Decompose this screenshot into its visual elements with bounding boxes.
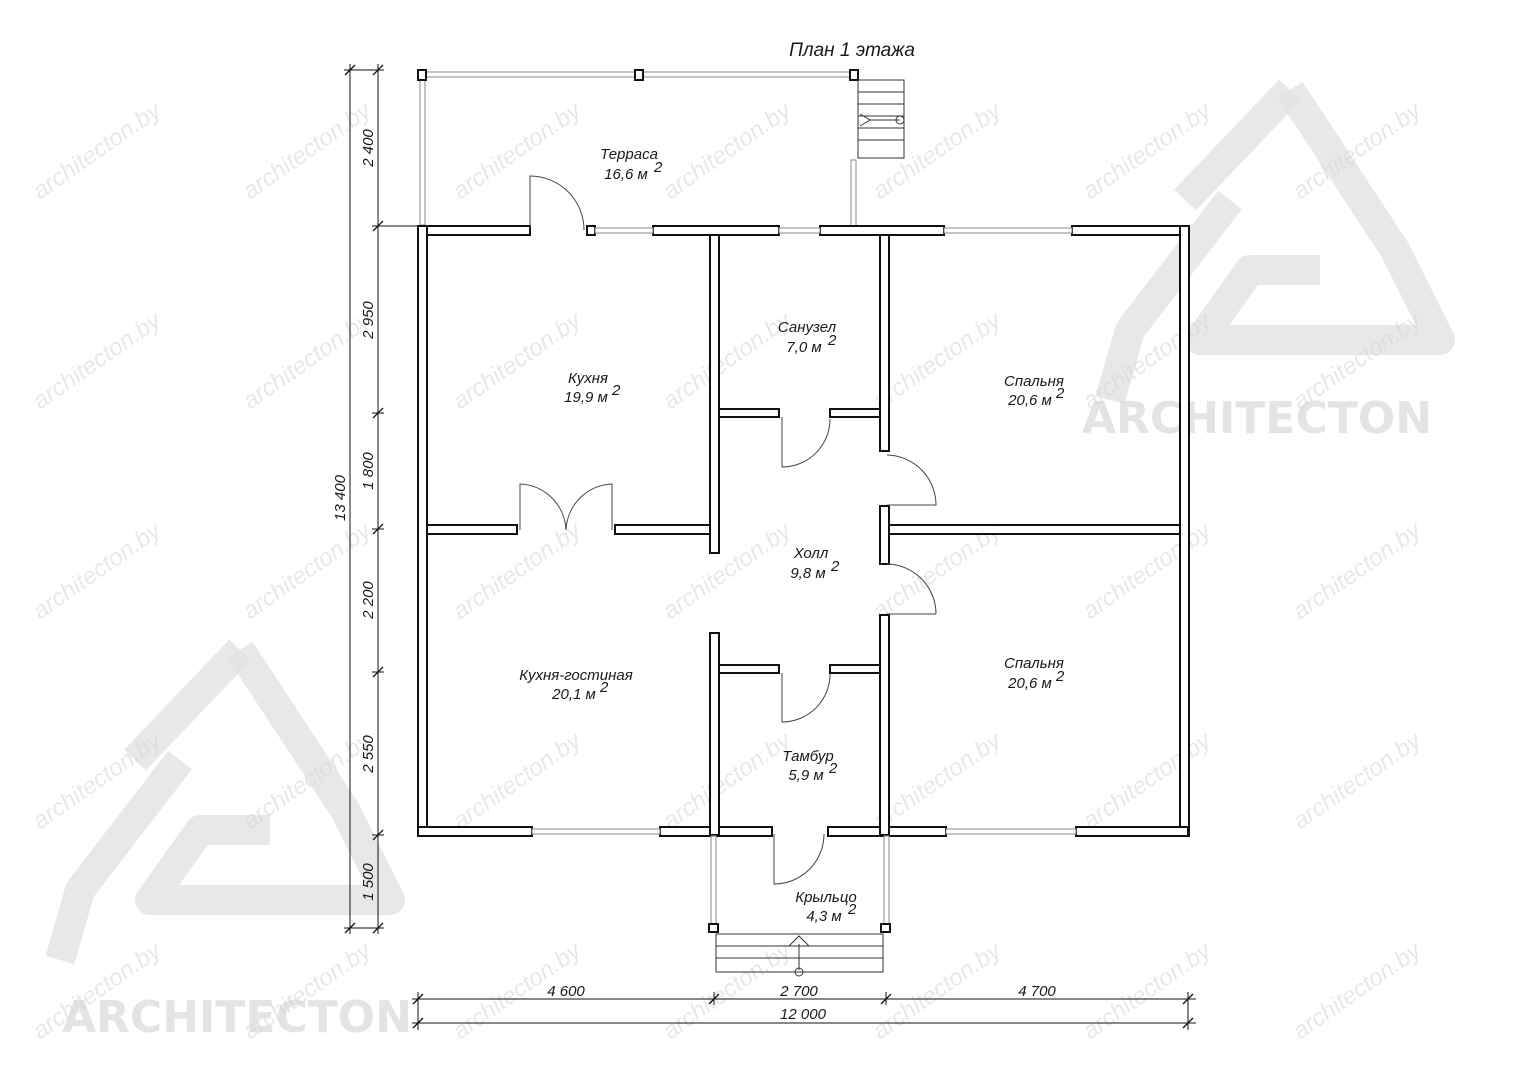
horizontal-dimensions: 4 600 2 700 4 700 12 000 (412, 983, 1196, 1030)
watermark-site: architecton.by (448, 726, 588, 835)
watermark-brand-bottom: ARCHITECTON (62, 992, 412, 1043)
dim-v-3: 1 800 (360, 452, 377, 490)
dim-h-total: 12 000 (780, 1006, 827, 1023)
living-area: 20,1 м (551, 686, 596, 703)
watermark-site: architecton.by (448, 96, 588, 205)
watermark-site: architecton.by (238, 516, 378, 625)
vestibule-area-sup: 2 (828, 760, 838, 777)
bathroom-area-sup: 2 (827, 332, 837, 349)
bedroom-top-area-sup: 2 (1055, 385, 1065, 402)
bedroom-bottom-area: 20,6 м (1007, 675, 1052, 692)
dim-v-6: 1 500 (360, 863, 377, 901)
room-labels: Терраса 16,6 м 2 Кухня 19,9 м 2 Санузел … (519, 146, 1065, 925)
terrace-structure (417, 69, 905, 227)
watermark-site: architecton.by (28, 516, 168, 625)
dim-h-2: 2 700 (779, 983, 818, 1000)
dim-h-3: 4 700 (1018, 983, 1056, 1000)
watermark-site: architecton.by (238, 306, 378, 415)
dim-v-5: 2 550 (360, 735, 377, 774)
bathroom-name: Санузел (778, 319, 837, 336)
dim-v-2: 2 950 (360, 301, 377, 340)
terrace-name: Терраса (600, 146, 658, 163)
kitchen-area: 19,9 м (564, 389, 608, 406)
dim-v-total: 13 400 (332, 474, 349, 521)
watermark-site: architecton.by (28, 96, 168, 205)
bedroom-bottom-name: Спальня (1004, 655, 1064, 672)
watermark-brand-top: ARCHITECTON (1082, 393, 1432, 444)
watermark-site: architecton.by (238, 96, 378, 205)
hall-area: 9,8 м (790, 565, 825, 582)
living-area-sup: 2 (599, 679, 609, 696)
vestibule-area: 5,9 м (788, 767, 823, 784)
hall-name: Холл (793, 545, 829, 562)
watermark-site: architecton.by (28, 306, 168, 415)
vertical-dimensions: 2 400 2 950 1 800 2 200 2 550 1 500 13 4… (332, 64, 418, 934)
terrace-area: 16,6 м (604, 166, 648, 183)
bedroom-bottom-area-sup: 2 (1055, 668, 1065, 685)
watermark-site: architecton.by (658, 726, 798, 835)
watermark-site: architecton.by (868, 936, 1008, 1045)
watermark-site: architecton.by (658, 96, 798, 205)
terrace-area-sup: 2 (653, 159, 663, 176)
living-name: Кухня-гостиная (519, 667, 632, 684)
watermark-site: architecton.by (1078, 726, 1218, 835)
porch-area-sup: 2 (847, 901, 857, 918)
watermark-site: architecton.by (658, 936, 798, 1045)
logo-watermark-top (1095, 79, 1455, 405)
dim-h-1: 4 600 (547, 983, 585, 1000)
watermark-site: architecton.by (1288, 726, 1428, 835)
porch-area: 4,3 м (806, 908, 841, 925)
interior-walls (426, 234, 1181, 836)
kitchen-area-sup: 2 (611, 382, 621, 399)
dim-v-1: 2 400 (360, 129, 377, 168)
porch-structure (708, 835, 891, 977)
vestibule-name: Тамбур (782, 748, 833, 765)
hall-area-sup: 2 (830, 558, 840, 575)
watermark-site: architecton.by (868, 96, 1008, 205)
plan-title: План 1 этажа (789, 40, 915, 61)
watermark-site: architecton.by (1078, 936, 1218, 1045)
watermark-site: architecton.by (1288, 516, 1428, 625)
dim-v-4: 2 200 (360, 581, 377, 620)
logo-watermark-bottom (45, 639, 405, 965)
bathroom-area: 7,0 м (786, 339, 821, 356)
watermark-site: architecton.by (1288, 936, 1428, 1045)
watermark-site: architecton.by (658, 306, 798, 415)
kitchen-name: Кухня (568, 370, 608, 387)
bedroom-top-name: Спальня (1004, 373, 1064, 390)
bedroom-top-area: 20,6 м (1007, 392, 1052, 409)
porch-name: Крыльцо (795, 889, 857, 906)
doors (519, 175, 937, 885)
